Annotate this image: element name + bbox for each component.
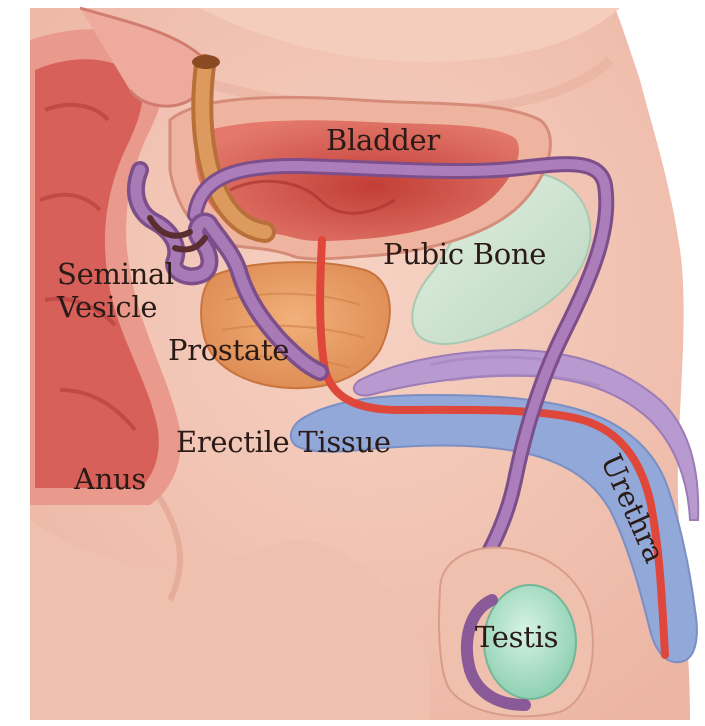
seminal-vesicle-label-line2: Vesicle — [57, 291, 174, 324]
seminal-vesicle-label: Seminal Vesicle — [57, 258, 174, 324]
prostate — [201, 262, 390, 388]
testis-label: Testis — [475, 623, 558, 652]
erectile-tissue-label: Erectile Tissue — [176, 428, 391, 457]
pubic-bone-label: Pubic Bone — [383, 240, 546, 269]
prostate-label: Prostate — [168, 336, 289, 365]
seminal-vesicle-label-line1: Seminal — [57, 258, 174, 291]
bladder-label: Bladder — [326, 126, 440, 155]
anus-label: Anus — [74, 465, 146, 494]
